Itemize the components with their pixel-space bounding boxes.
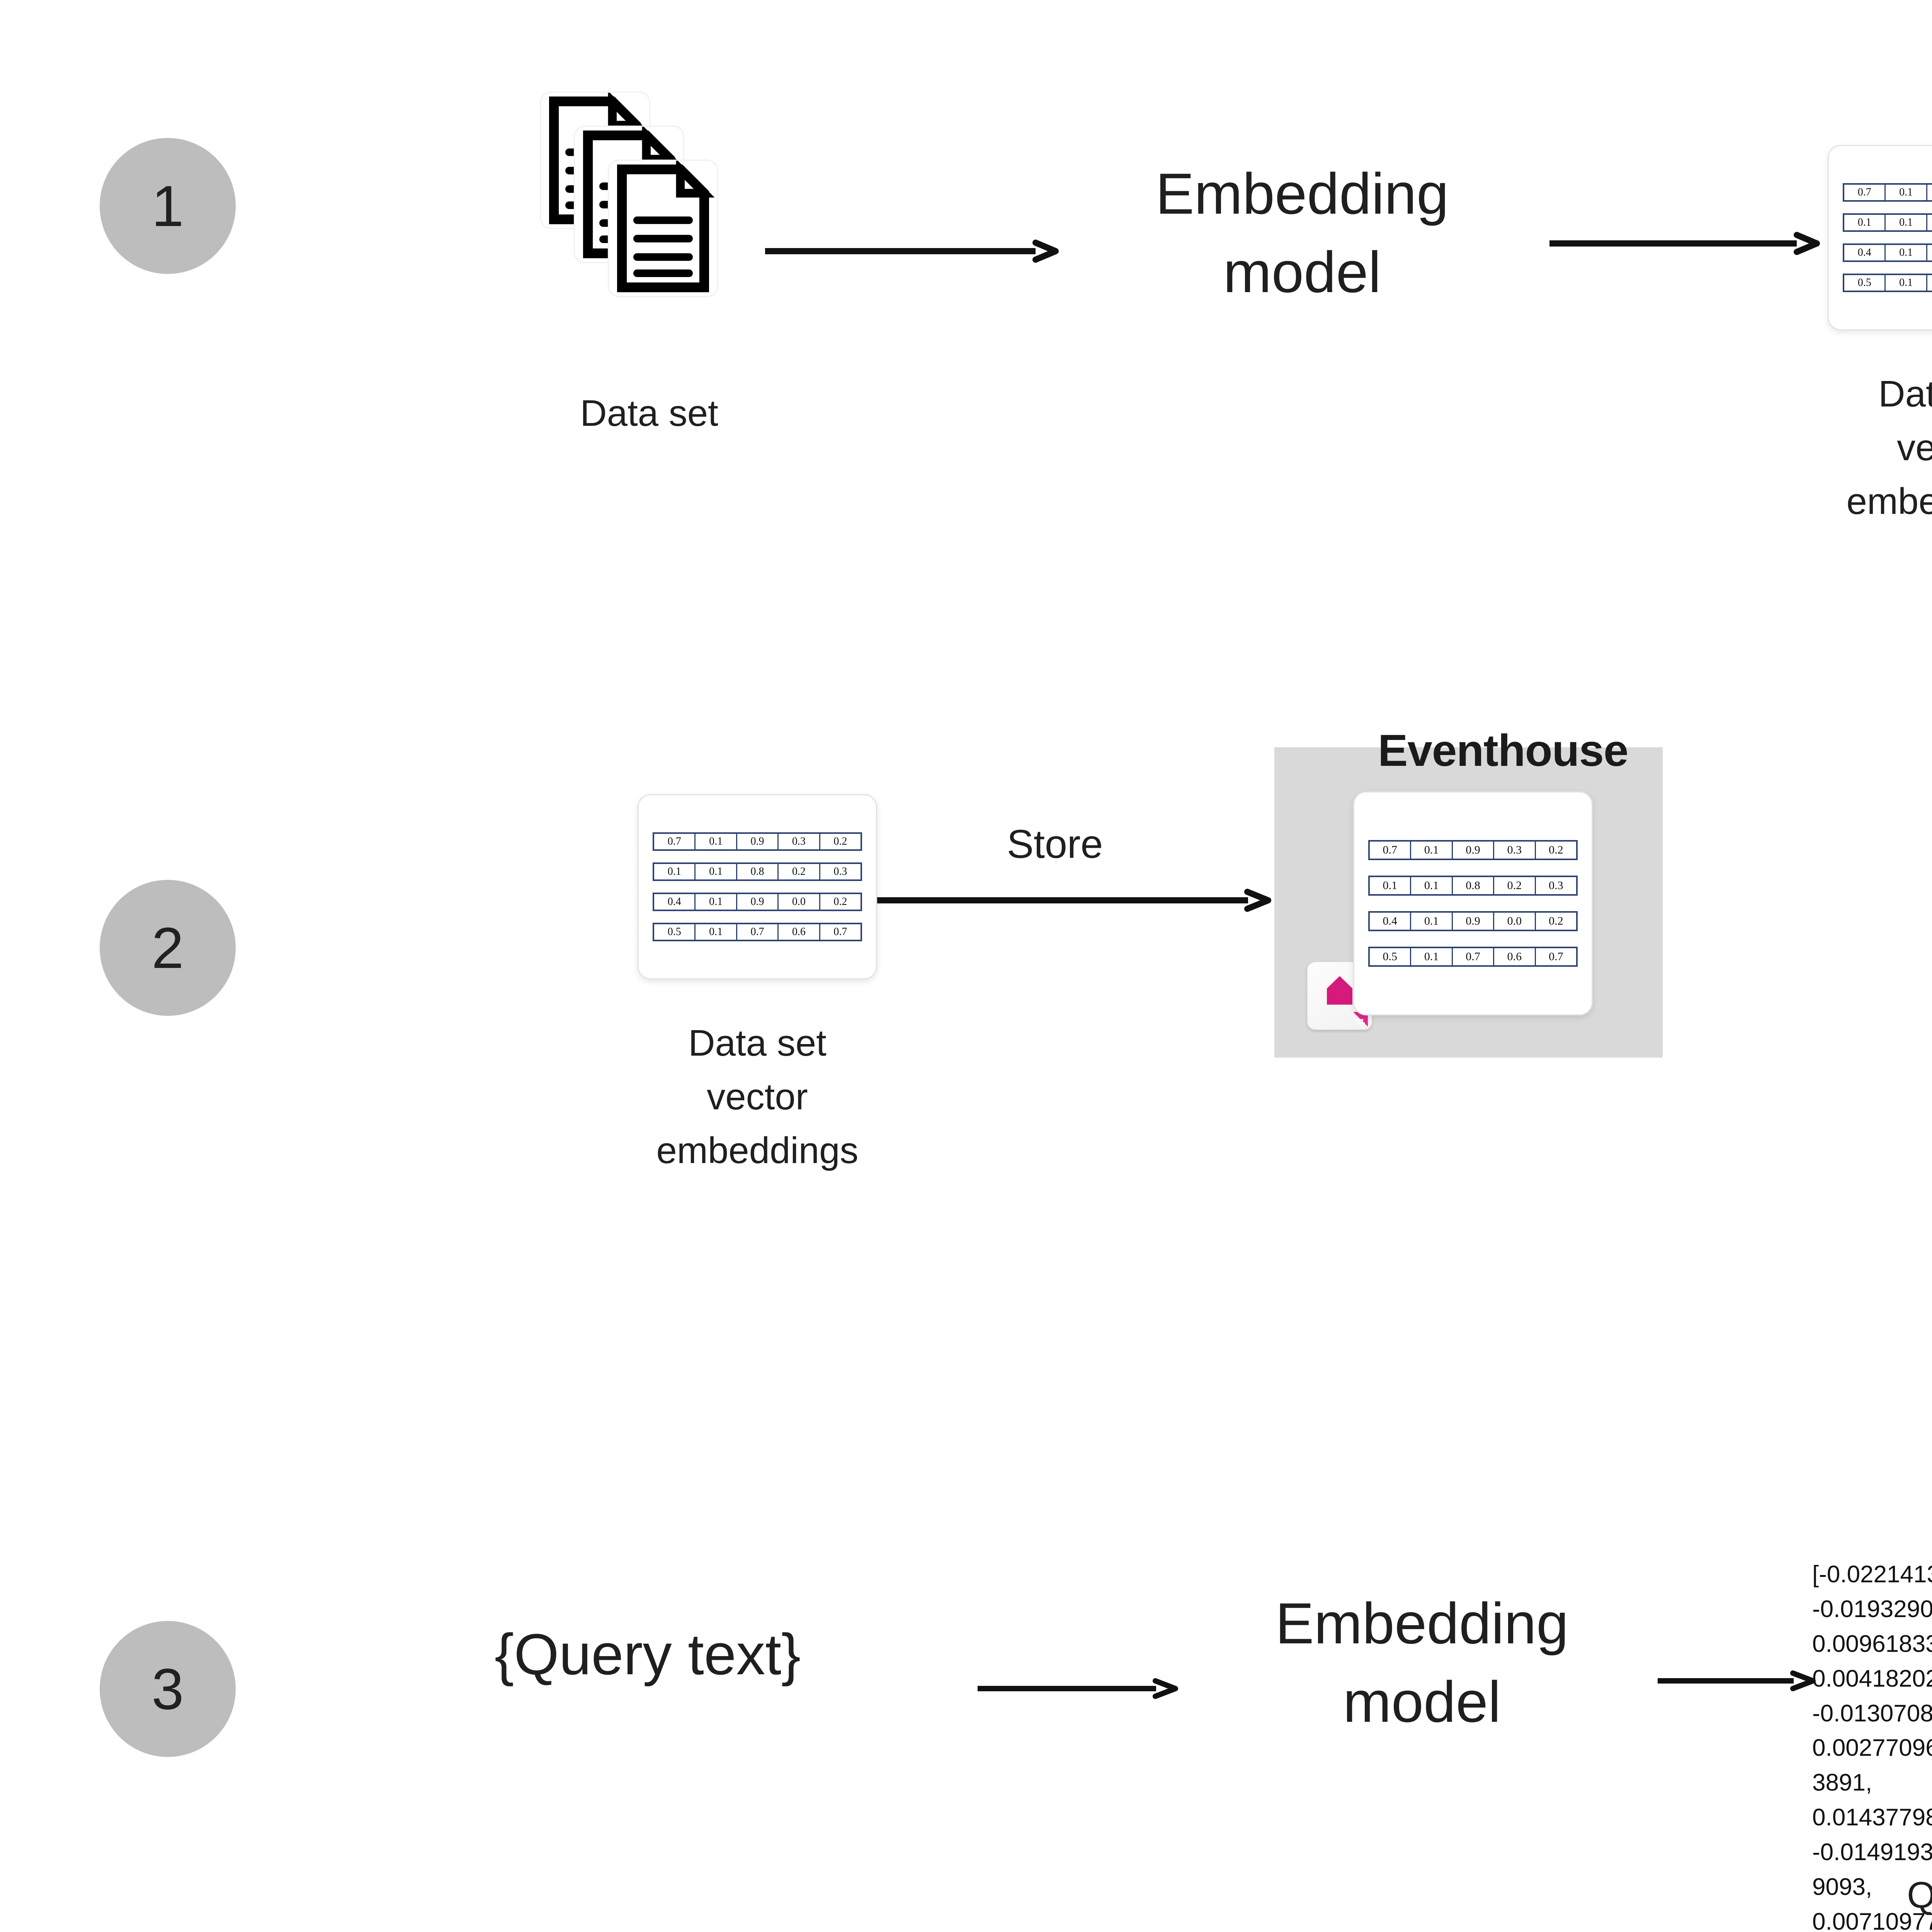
vector-row: 0.1 0.1 0.8 0.2 0.3 [1843, 213, 1932, 232]
vector-cell: 0.3 [779, 834, 820, 849]
eventhouse-title-step2: Eventhouse [1378, 725, 1628, 776]
document-icon-front [609, 161, 717, 296]
vector-cell: 0.5 [1844, 275, 1886, 291]
step-number-1: 1 [100, 138, 236, 274]
vector-cell: 0.1 [696, 864, 737, 879]
vector-cell: 0.8 [1452, 877, 1495, 894]
vector-row: 0.5 0.1 0.7 0.6 0.7 [1368, 947, 1578, 967]
vector-cell: 0.1 [1411, 913, 1453, 930]
vector-cell: 0.1 [1886, 275, 1927, 291]
vector-cell: 0.3 [820, 864, 861, 879]
arrow-store-to-eventhouse [877, 889, 1271, 912]
step-number-2: 2 [100, 880, 236, 1016]
embedding-model-label-step3: Embedding model [1275, 1591, 1569, 1734]
vector-cell: 0.2 [820, 834, 861, 849]
vector-cell: 0.8 [737, 864, 779, 879]
vector-cell: 0.1 [1886, 185, 1927, 200]
step-number-1-label: 1 [151, 173, 184, 238]
vector-row: 0.4 0.1 0.9 0.0 0.2 [1843, 243, 1932, 262]
vector-cell: 0.4 [654, 894, 696, 910]
vector-cell: 0.8 [1927, 215, 1932, 230]
query-vector-embedding-caption-step3: Query vector embedding [1907, 1874, 1932, 1932]
vector-cell: 0.7 [820, 924, 861, 940]
vector-cell: 0.4 [1844, 245, 1886, 260]
data-set-vector-embeddings-caption-step1: Data set vector embeddings [1846, 373, 1932, 522]
vector-cell: 0.3 [1494, 842, 1536, 859]
vector-cell: 0.2 [1494, 877, 1536, 894]
vector-cell: 0.1 [1886, 245, 1927, 260]
vector-cell: 0.2 [1536, 842, 1577, 859]
vector-cell: 0.5 [1370, 948, 1412, 965]
vector-cell: 0.1 [1411, 842, 1453, 859]
arrow-model-to-embeddings [1549, 232, 1820, 255]
vector-cell: 0.7 [1844, 185, 1886, 200]
data-set-documents-icon [541, 93, 757, 340]
vector-cell: 0.1 [1844, 215, 1886, 230]
step-number-3-label: 3 [151, 1656, 184, 1721]
vector-cell: 0.1 [1370, 877, 1412, 894]
vector-embeddings-card-step2: 0.7 0.1 0.9 0.3 0.2 0.1 0.1 0.8 0.2 0.3 … [638, 794, 877, 980]
step-number-2-label: 2 [151, 915, 184, 980]
vector-cell: 0.0 [1494, 913, 1536, 930]
vector-cell: 0.7 [1927, 275, 1932, 291]
vector-cell: 0.9 [1927, 245, 1932, 260]
vector-cell: 0.7 [654, 834, 696, 849]
arrow-dataset-to-model [765, 240, 1059, 263]
vector-row: 0.4 0.1 0.9 0.0 0.2 [653, 893, 862, 911]
vector-cell: 0.7 [737, 924, 779, 940]
vector-cell: 0.9 [1452, 842, 1495, 859]
vector-row: 0.1 0.1 0.8 0.2 0.3 [653, 862, 862, 881]
vector-cell: 0.1 [1411, 877, 1453, 894]
vector-embeddings-card-step1: 0.7 0.1 0.9 0.3 0.2 0.1 0.1 0.8 0.2 0.3 … [1828, 145, 1932, 330]
vector-cell: 0.2 [1536, 913, 1577, 930]
vector-cell: 0.6 [1494, 948, 1536, 965]
vector-cell: 0.1 [696, 894, 737, 910]
vector-cell: 0.1 [1411, 948, 1453, 965]
vector-row: 0.7 0.1 0.9 0.3 0.2 [1843, 183, 1932, 202]
vector-row: 0.7 0.1 0.9 0.3 0.2 [653, 832, 862, 851]
vector-cell: 0.1 [1886, 215, 1927, 230]
vector-cell: 0.9 [1452, 913, 1495, 930]
vector-cell: 0.6 [779, 924, 820, 940]
vector-cell: 0.7 [1370, 842, 1412, 859]
query-vector-embedding-text-step3: [-0.022141311317682266, -0.0193290878087… [1812, 1561, 1932, 1932]
eventhouse-stored-vectors-step2: 0.7 0.1 0.9 0.3 0.2 0.1 0.1 0.8 0.2 0.3 … [1353, 791, 1593, 1015]
embedding-model-label-step1: Embedding model [1155, 161, 1449, 304]
vector-cell: 0.1 [696, 834, 737, 849]
step-number-3: 3 [100, 1621, 236, 1757]
arrow-model-to-query-vector [1658, 1669, 1816, 1692]
vector-cell: 0.9 [1927, 185, 1932, 200]
data-set-caption: Data set [580, 393, 718, 434]
vector-cell: 0.1 [654, 864, 696, 879]
vector-cell: 0.7 [1536, 948, 1577, 965]
store-label: Store [1007, 822, 1103, 867]
vector-cell: 0.7 [1452, 948, 1495, 965]
vector-cell: 0.5 [654, 924, 696, 940]
vector-cell: 0.4 [1370, 913, 1412, 930]
vector-row: 0.5 0.1 0.7 0.6 0.7 [653, 923, 862, 941]
vector-cell: 0.3 [1536, 877, 1577, 894]
arrow-query-to-model [978, 1677, 1179, 1700]
data-set-vector-embeddings-caption-step2: Data set vector embeddings [656, 1022, 859, 1172]
vector-cell: 0.9 [737, 834, 779, 849]
vector-cell: 0.9 [737, 894, 779, 910]
vector-cell: 0.1 [696, 924, 737, 940]
vector-cell: 0.2 [820, 894, 861, 910]
vector-cell: 0.2 [779, 864, 820, 879]
vector-row: 0.5 0.1 0.7 0.6 0.7 [1843, 274, 1932, 292]
query-text-label: {Query text} [495, 1622, 801, 1687]
vector-row: 0.1 0.1 0.8 0.2 0.3 [1368, 876, 1578, 896]
vector-row: 0.4 0.1 0.9 0.0 0.2 [1368, 911, 1578, 931]
vector-row: 0.7 0.1 0.9 0.3 0.2 [1368, 840, 1578, 860]
vector-cell: 0.0 [779, 894, 820, 910]
